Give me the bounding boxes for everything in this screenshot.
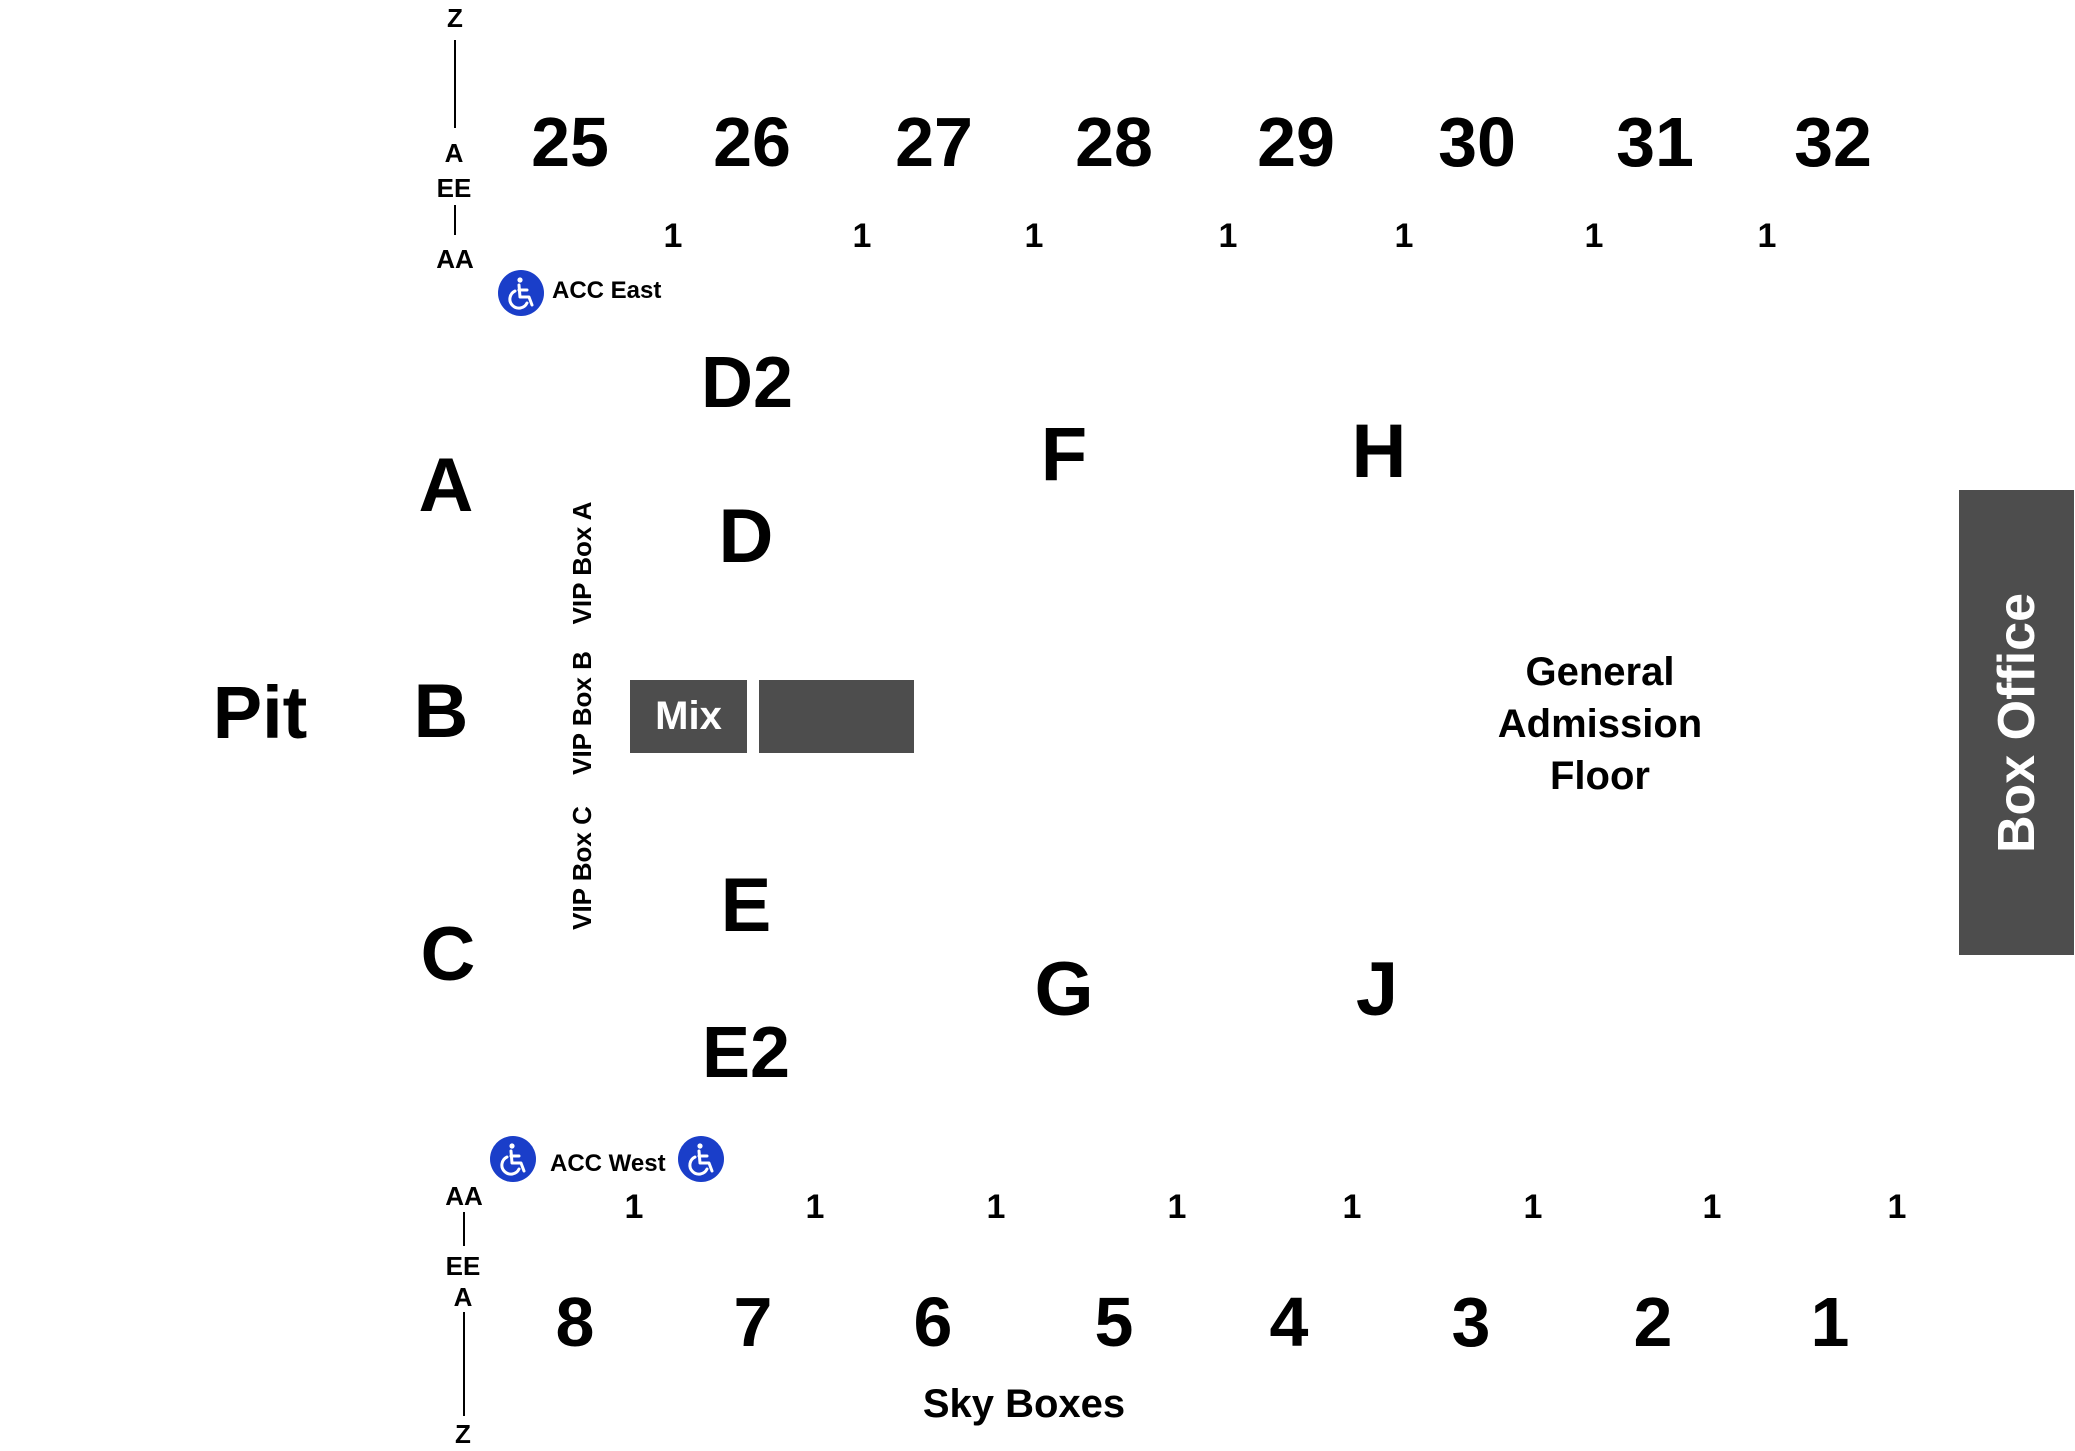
- vip-box-c[interactable]: VIP Box C: [567, 806, 597, 930]
- general-admission-floor[interactable]: General Admission Floor: [1440, 646, 1760, 802]
- row-one-marker: 1: [986, 1188, 1006, 1226]
- row-ladder-line-bottom: [463, 1312, 465, 1416]
- row-one-marker: 1: [624, 1188, 644, 1226]
- section-29[interactable]: 29: [1257, 103, 1335, 181]
- box-office-label: Box Office: [1987, 592, 2046, 853]
- section-d[interactable]: D: [718, 494, 774, 579]
- row-one-marker: 1: [805, 1188, 825, 1226]
- row-one-marker: 1: [1757, 217, 1777, 255]
- mix-booth: Mix: [630, 680, 747, 753]
- section-6[interactable]: 6: [913, 1283, 953, 1361]
- sky-boxes-label[interactable]: Sky Boxes: [922, 1382, 1126, 1426]
- section-4[interactable]: 4: [1269, 1283, 1309, 1361]
- ga-line-2: Admission: [1497, 702, 1703, 746]
- section-3[interactable]: 3: [1451, 1283, 1491, 1361]
- section-28[interactable]: 28: [1075, 103, 1153, 181]
- ga-line-3: Floor: [1550, 754, 1650, 798]
- row-label-z-bottom: Z: [455, 1419, 471, 1449]
- mix-label: Mix: [655, 694, 722, 738]
- section-5[interactable]: 5: [1094, 1283, 1134, 1361]
- section-8[interactable]: 8: [555, 1283, 595, 1361]
- section-j[interactable]: J: [1355, 947, 1399, 1032]
- section-c[interactable]: C: [420, 912, 476, 997]
- row-label-aa-top: AA: [436, 244, 474, 274]
- box-office[interactable]: Box Office: [1959, 490, 2074, 955]
- section-1[interactable]: 1: [1810, 1283, 1850, 1361]
- section-26[interactable]: 26: [713, 103, 791, 181]
- section-30[interactable]: 30: [1438, 103, 1516, 181]
- section-f[interactable]: F: [1040, 412, 1088, 497]
- row-label-z-top: Z: [447, 3, 463, 33]
- row-one-marker: 1: [1887, 1188, 1907, 1226]
- production-booth: [759, 680, 914, 753]
- row-one-marker: 1: [1702, 1188, 1722, 1226]
- row-label-ee-top: EE: [436, 173, 472, 203]
- section-d2[interactable]: D2: [700, 343, 794, 423]
- section-b[interactable]: B: [413, 669, 469, 754]
- row-ladder-line-top: [454, 40, 456, 128]
- section-h[interactable]: H: [1351, 409, 1407, 494]
- section-7[interactable]: 7: [733, 1283, 773, 1361]
- wheelchair-icon[interactable]: [490, 1136, 536, 1182]
- row-one-marker: 1: [1218, 217, 1238, 255]
- acc-west-label: ACC West: [550, 1150, 666, 1177]
- row-one-marker: 1: [1167, 1188, 1187, 1226]
- section-32[interactable]: 32: [1794, 103, 1872, 181]
- row-one-marker: 1: [1024, 217, 1044, 255]
- vip-box-a[interactable]: VIP Box A: [567, 501, 597, 625]
- row-label-a-bottom: A: [453, 1282, 473, 1312]
- row-label-aa-bottom: AA: [445, 1181, 483, 1211]
- row-one-marker: 1: [1523, 1188, 1543, 1226]
- acc-east-label: ACC East: [552, 277, 662, 304]
- row-label-ee-bottom: EE: [445, 1251, 481, 1281]
- row-ladder-line-top-lower: [454, 205, 456, 235]
- section-25[interactable]: 25: [531, 103, 609, 181]
- pit-section[interactable]: Pit: [212, 671, 308, 754]
- ga-line-1: General: [1525, 650, 1675, 694]
- row-label-a-top: A: [444, 138, 464, 168]
- section-e[interactable]: E: [720, 863, 772, 948]
- section-e2[interactable]: E2: [701, 1013, 791, 1093]
- row-one-marker: 1: [1584, 217, 1604, 255]
- section-31[interactable]: 31: [1616, 103, 1694, 181]
- wheelchair-icon[interactable]: [678, 1136, 724, 1182]
- row-one-marker: 1: [1394, 217, 1414, 255]
- row-one-marker: 1: [663, 217, 683, 255]
- row-ladder-line-bottom-upper: [463, 1212, 465, 1246]
- wheelchair-icon[interactable]: [498, 270, 544, 316]
- section-g[interactable]: G: [1034, 947, 1094, 1032]
- vip-box-b[interactable]: VIP Box B: [567, 651, 597, 775]
- section-2[interactable]: 2: [1633, 1283, 1673, 1361]
- section-27[interactable]: 27: [895, 103, 973, 181]
- section-a[interactable]: A: [418, 443, 474, 528]
- row-one-marker: 1: [852, 217, 872, 255]
- row-one-marker: 1: [1342, 1188, 1362, 1226]
